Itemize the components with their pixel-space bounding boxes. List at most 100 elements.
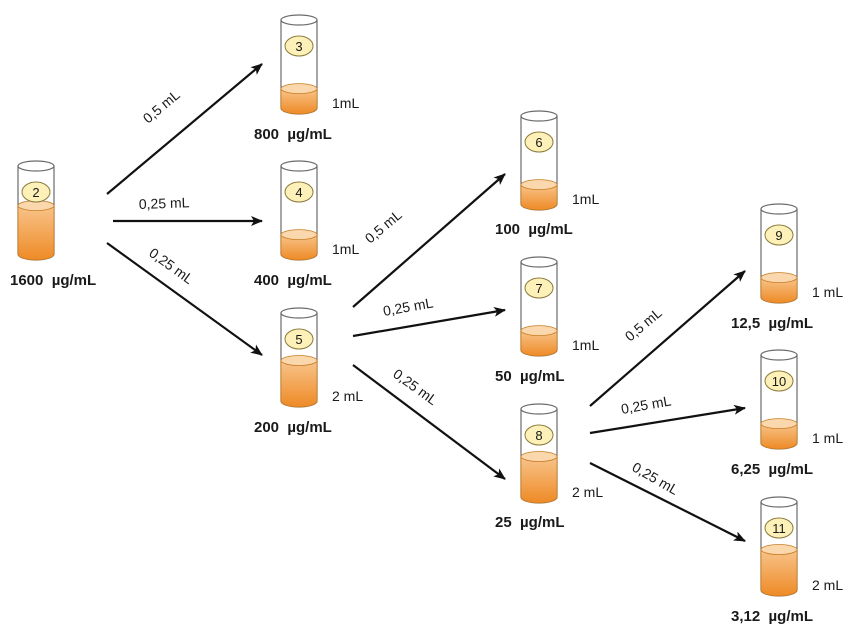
transfer-volume-label: 0,25 mL [382, 294, 435, 319]
liquid-surface [760, 272, 798, 284]
liquid-surface [520, 179, 558, 191]
tube-liquid [760, 277, 798, 304]
tube-liquid [17, 205, 55, 261]
tube-volume-label: 1mL [572, 191, 599, 207]
arrow-line [352, 173, 506, 308]
tube-11: 11 2 mL 3,12 µg/mL [731, 496, 843, 624]
tube-number: 9 [775, 228, 782, 243]
tube-concentration-label: 3,12 µg/mL [731, 608, 813, 624]
tube-opening [760, 203, 798, 215]
tube-opening [520, 403, 558, 415]
arrow-line [589, 404, 746, 435]
tube-concentration-label: 50 µg/mL [495, 368, 565, 385]
tube-concentration-label: 12,5 µg/mL [731, 315, 813, 332]
transfer-arrow-2-to-3: 0,5 mL [106, 63, 263, 195]
transfer-arrow-8-to-10: 0,25 mL [589, 392, 746, 435]
liquid-surface [760, 544, 798, 555]
tube-concentration-label: 100 µg/mL [495, 221, 573, 238]
transfer-arrow-5-to-6: 0,5 mL [352, 173, 506, 308]
tube-opening [760, 496, 798, 508]
tube-liquid [520, 456, 558, 504]
arrow-line [589, 270, 746, 407]
tube-volume-label: 2 mL [572, 484, 603, 500]
tube-number: 11 [772, 521, 786, 536]
tube-volume-label: 1 mL [812, 284, 843, 300]
tube-number: 6 [535, 135, 542, 150]
tube-number: 7 [535, 281, 542, 296]
tube-volume-label: 2 mL [812, 577, 843, 593]
tube-volume-label: 2 mL [332, 388, 363, 404]
tube-number-badge [764, 224, 794, 246]
tube-volume-label: 1mL [572, 337, 599, 353]
tube-opening [280, 14, 318, 26]
tube-liquid [280, 360, 318, 408]
arrow-line [106, 242, 263, 356]
tube-number: 2 [32, 185, 39, 200]
liquid-surface [520, 325, 558, 337]
transfer-arrow-8-to-11: 0,25 mL [589, 459, 746, 542]
transfer-volume-label: 0,25 mL [390, 365, 441, 408]
tube-concentration-label: 6,25 µg/mL [731, 461, 813, 478]
tube-volume-label: 1mL [332, 95, 359, 111]
arrow-line [106, 63, 263, 195]
tube-number-badge [284, 35, 314, 57]
tube-volume-label: 1 mL [812, 430, 843, 446]
tube-number-badge [524, 277, 554, 299]
arrow-line [352, 306, 506, 338]
tube-liquid [280, 234, 318, 261]
tube-number: 10 [772, 374, 786, 389]
tube-number-badge [764, 370, 794, 392]
tube-8: 8 2 mL 25 µg/mL [495, 403, 603, 531]
transfer-arrow-2-to-4: 0,25 mL [113, 194, 263, 226]
tube-number: 3 [295, 39, 302, 54]
tube-7: 7 1mL 50 µg/mL [495, 256, 599, 385]
transfer-volume-label: 0,25 mL [620, 392, 673, 417]
tube-concentration-label: 25 µg/mL [495, 514, 565, 531]
tube-number: 8 [535, 428, 542, 443]
tube-opening [520, 256, 558, 268]
tube-opening [760, 349, 798, 361]
tube-10: 10 1 mL 6,25 µg/mL [731, 349, 843, 478]
tube-number-badge [764, 517, 794, 539]
tube-liquid [280, 88, 318, 115]
tube-volume-label: 1mL [332, 241, 359, 257]
tube-number-badge [21, 181, 51, 203]
transfer-volume-label: 0,5 mL [140, 86, 183, 126]
tube-number-badge [284, 328, 314, 350]
liquid-surface [280, 83, 318, 95]
tube-number: 4 [295, 185, 302, 200]
transfer-volume-label: 0,5 mL [622, 304, 665, 344]
arrow-line [352, 364, 506, 480]
liquid-surface [520, 451, 558, 462]
transfer-arrow-2-to-5: 0,25 mL [106, 242, 263, 356]
liquid-surface [280, 355, 318, 366]
tube-liquid [760, 549, 798, 597]
transfer-volume-label: 0,25 mL [630, 459, 682, 498]
liquid-surface [280, 229, 318, 241]
tube-concentration-label: 800 µg/mL [254, 126, 332, 143]
transfer-volume-label: 0,25 mL [146, 244, 197, 287]
tube-concentration-label: 200 µg/mL [254, 419, 332, 436]
transfer-arrow-5-to-7: 0,25 mL [352, 294, 506, 338]
tube-opening [17, 160, 55, 172]
tube-opening [520, 110, 558, 122]
tube-number: 5 [295, 332, 302, 347]
tube-opening [280, 160, 318, 172]
tube-concentration-label: 400 µg/mL [254, 272, 332, 289]
tube-number-badge [524, 131, 554, 153]
transfer-arrow-5-to-8: 0,25 mL [352, 364, 506, 480]
tube-liquid [520, 330, 558, 357]
transfer-arrows: 0,5 mL0,25 mL0,25 mL0,5 mL0,25 mL0,25 mL… [106, 63, 746, 542]
transfer-arrow-8-to-9: 0,5 mL [589, 270, 746, 407]
transfer-volume-label: 0,25 mL [139, 194, 190, 212]
tube-9: 9 1 mL 12,5 µg/mL [731, 203, 843, 332]
tube-6: 6 1mL 100 µg/mL [495, 110, 599, 238]
tube-number-badge [524, 424, 554, 446]
tube-liquid [760, 423, 798, 450]
